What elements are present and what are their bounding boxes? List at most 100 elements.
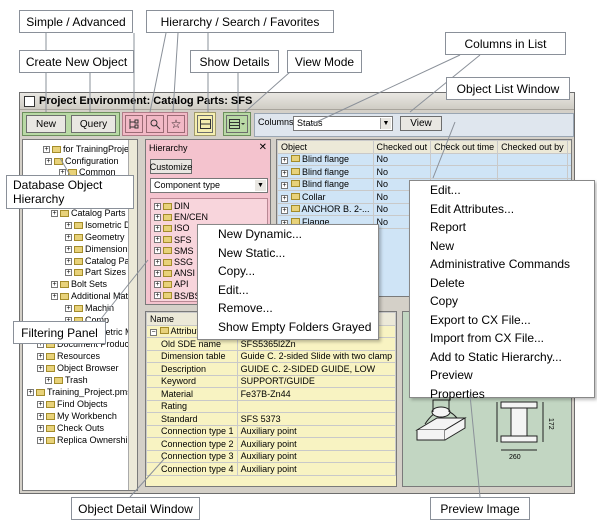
expand-icon[interactable]: + (281, 182, 288, 190)
column-header[interactable]: Checked out by (497, 140, 568, 154)
expand-icon[interactable]: + (65, 304, 72, 312)
tree-item[interactable]: +Object Browser (37, 363, 119, 373)
tree-item[interactable]: +Part Sizes (65, 267, 126, 277)
tree-item[interactable]: +Bolt Sets (51, 279, 107, 289)
tree-item[interactable]: +Catalog Par (65, 256, 133, 266)
object-menu-item[interactable]: Properties (430, 386, 485, 401)
hierarchy-item[interactable]: +SFS (154, 235, 192, 245)
expand-icon[interactable]: + (43, 145, 50, 153)
object-menu-item[interactable]: Report (430, 220, 467, 234)
chevron-down-icon[interactable]: ▼ (380, 118, 391, 129)
tree-item[interactable]: +Replica Ownerships (37, 435, 137, 445)
object-menu-item[interactable]: Administrative Commands (430, 257, 571, 271)
tree-item[interactable]: +Check Outs (37, 423, 104, 433)
expand-icon[interactable]: + (51, 280, 58, 288)
expand-icon[interactable]: + (37, 436, 44, 444)
hierarchy-item[interactable]: +SMS (154, 246, 194, 256)
expand-icon[interactable]: + (65, 268, 72, 276)
tree-item[interactable]: +Training_Project.pms (27, 387, 132, 397)
hierarchy-menu-item[interactable]: Show Empty Folders Grayed (218, 319, 372, 334)
column-header[interactable]: Object (277, 140, 374, 154)
expand-icon[interactable]: + (154, 213, 161, 221)
expand-icon[interactable]: + (65, 257, 72, 265)
hierarchy-item[interactable]: +API (154, 279, 189, 289)
expand-icon[interactable]: + (281, 157, 288, 165)
expand-icon[interactable]: + (45, 157, 52, 165)
expand-icon[interactable]: + (45, 376, 52, 384)
close-icon[interactable]: ✕ (258, 142, 267, 153)
collapse-icon[interactable]: − (150, 329, 157, 337)
tree-item[interactable]: +Configuration (45, 156, 119, 166)
object-menu-item[interactable]: Add to Static Hierarchy... (430, 349, 562, 364)
hierarchy-item[interactable]: +ANSI (154, 268, 195, 278)
query-button[interactable]: Query (71, 115, 116, 133)
expand-icon[interactable]: + (154, 258, 161, 266)
favorites-star-icon[interactable]: ☆ (167, 115, 185, 133)
expand-icon[interactable]: + (281, 169, 288, 177)
customize-button[interactable]: Customize (150, 159, 192, 174)
tree-item[interactable]: +Additional Mater (51, 291, 136, 301)
object-menu-item[interactable]: New (430, 238, 455, 253)
expand-icon[interactable]: + (154, 202, 161, 210)
tree-item[interactable]: +for TrainingProject.lib (43, 144, 137, 154)
tree-item[interactable]: +Geometry (65, 232, 125, 242)
expand-icon[interactable]: + (154, 269, 161, 277)
columns-select[interactable]: Status ▼ (293, 116, 393, 131)
expand-icon[interactable]: + (51, 292, 58, 300)
tree-item[interactable]: +Trash (45, 375, 88, 385)
expand-icon[interactable]: + (281, 194, 288, 202)
expand-icon[interactable]: + (65, 233, 72, 241)
tree-item[interactable]: +Machin (65, 303, 114, 313)
expand-icon[interactable]: + (154, 247, 161, 255)
expand-icon[interactable]: + (51, 209, 58, 217)
expand-icon[interactable]: + (154, 292, 161, 300)
tree-item[interactable]: +Dimension T (65, 244, 135, 254)
hierarchy-menu-item[interactable]: Edit... (218, 282, 249, 297)
expand-icon[interactable]: + (27, 388, 34, 396)
hierarchy-item[interactable]: +DIN (154, 201, 190, 211)
expand-icon[interactable]: + (154, 280, 161, 288)
hierarchy-item[interactable]: +ISO (154, 223, 190, 233)
expand-icon[interactable]: + (37, 412, 44, 420)
table-row[interactable]: + Blind flangeNo15.1 (277, 165, 571, 179)
hierarchy-icon[interactable] (125, 115, 143, 133)
hierarchy-menu-item[interactable]: New Dynamic... (218, 227, 303, 241)
view-button[interactable]: View (400, 116, 442, 131)
expand-icon[interactable]: + (65, 221, 72, 229)
tree-item[interactable]: +Find Objects (37, 399, 108, 409)
expand-icon[interactable]: + (65, 245, 72, 253)
hierarchy-type-select[interactable]: Component type ▼ (150, 178, 268, 193)
hierarchy-menu-item[interactable]: Remove... (218, 301, 273, 315)
expand-icon[interactable]: + (37, 424, 44, 432)
hierarchy-item[interactable]: +SSG (154, 257, 193, 267)
tree-item[interactable]: +Resources (37, 351, 100, 361)
column-header[interactable]: Check out time (430, 140, 499, 154)
column-header[interactable]: Checked out (372, 140, 432, 154)
hierarchy-menu-item[interactable]: New Static... (218, 245, 286, 260)
expand-icon[interactable]: + (37, 364, 44, 372)
column-header[interactable]: Mod (566, 140, 571, 154)
tree-item[interactable]: +My Workbench (37, 411, 117, 421)
table-row[interactable]: + Blind flangeNo15.1 (277, 152, 571, 166)
hierarchy-item[interactable]: +BS/BS (154, 291, 201, 301)
object-menu-item[interactable]: Edit... (430, 183, 461, 197)
show-details-icon[interactable] (197, 115, 213, 133)
expand-icon[interactable]: + (154, 224, 161, 232)
expand-icon[interactable]: + (37, 352, 44, 360)
hierarchy-menu-item[interactable]: Copy... (218, 264, 256, 278)
expand-icon[interactable]: + (37, 400, 44, 408)
object-menu-item[interactable]: Preview (430, 368, 473, 382)
chevron-down-icon[interactable]: ▼ (255, 180, 266, 191)
object-menu-item[interactable]: Delete (430, 275, 465, 290)
expand-icon[interactable]: + (281, 207, 288, 215)
tree-item[interactable]: +Isometric Dr (65, 220, 134, 230)
